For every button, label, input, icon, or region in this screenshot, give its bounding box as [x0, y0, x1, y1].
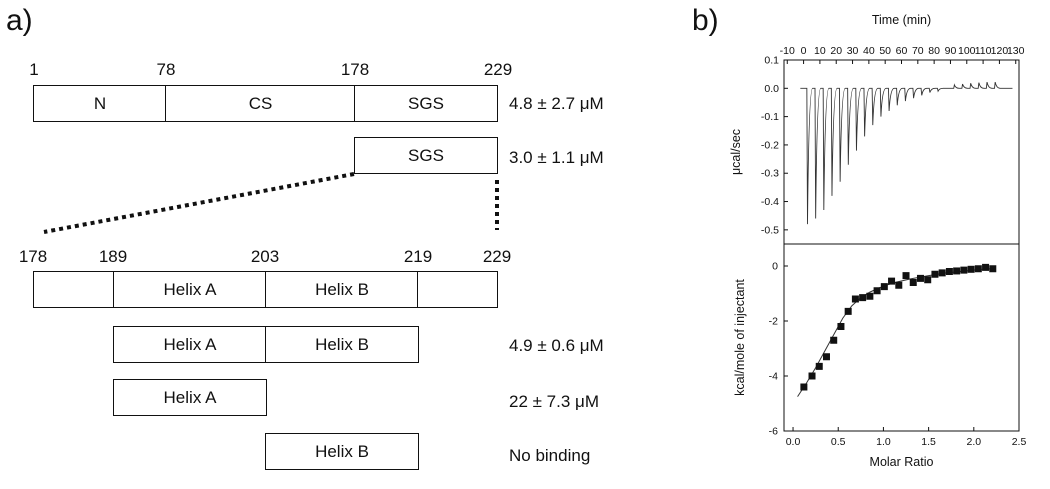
raw-heat-trace — [800, 81, 1013, 225]
data-point — [859, 294, 867, 302]
bottom-y-tick-label: -4 — [769, 371, 778, 383]
top-x-tick-label: 70 — [912, 45, 924, 57]
bottom-y-tick-label: 0 — [772, 261, 778, 273]
tick-1: 1 — [29, 60, 39, 79]
detail-segment-helix-a: Helix A — [113, 271, 267, 308]
bottom-frame — [783, 243, 1020, 432]
data-point — [873, 287, 881, 295]
ab-helix-a: Helix A — [113, 326, 267, 363]
top-x-tick-label: 20 — [830, 45, 842, 57]
top-y-tick-label: 0.0 — [764, 83, 779, 95]
segment-sgs: SGS — [354, 85, 498, 122]
data-point — [909, 279, 917, 286]
top-x-tick-label: 80 — [928, 45, 940, 57]
data-point — [830, 336, 838, 344]
data-point — [808, 372, 816, 380]
data-point — [916, 274, 924, 282]
bottom-x-tick-label: 2.0 — [967, 436, 982, 448]
top-x-tick-label: -10 — [780, 45, 795, 57]
data-point — [953, 267, 961, 275]
top-x-tick-label: 30 — [847, 45, 859, 57]
bottom-y-tick-label: -2 — [769, 316, 778, 328]
sgs-construct: SGS — [354, 137, 498, 174]
top-y-tick-label: -0.2 — [761, 139, 779, 151]
data-point — [960, 266, 968, 274]
top-y-axis-label: μcal/sec — [729, 129, 743, 175]
top-x-tick-label: 90 — [945, 45, 957, 57]
tick-178: 178 — [340, 60, 370, 79]
bottom-x-tick-label: 0.0 — [786, 436, 801, 448]
top-x-tick-label: 50 — [879, 45, 891, 57]
a-kd: 22 ± 7.3 μM — [509, 392, 599, 411]
data-point — [822, 353, 830, 361]
detail-tick-219: 219 — [403, 247, 433, 266]
data-point — [815, 362, 823, 370]
detail-tick-189: 189 — [98, 247, 128, 266]
full-kd: 4.8 ± 2.7 μM — [509, 94, 604, 113]
detail-tick-203: 203 — [250, 247, 280, 266]
panel-a-label: a) — [6, 4, 33, 37]
data-point — [924, 276, 932, 284]
top-y-tick-label: -0.3 — [761, 168, 779, 180]
top-x-tick-label: 110 — [975, 45, 992, 57]
detail-segment-helix-b: Helix B — [265, 271, 419, 308]
ab-kd: 4.9 ± 0.6 μM — [509, 336, 604, 355]
top-x-tick-label: 60 — [896, 45, 908, 57]
top-x-tick-label: 10 — [814, 45, 826, 57]
data-point — [967, 265, 975, 273]
bottom-y-axis-label: kcal/mole of injectant — [733, 279, 747, 396]
data-point — [837, 323, 845, 330]
data-point — [931, 270, 939, 278]
bottom-y-tick-label: -6 — [769, 426, 778, 438]
bottom-x-tick-label: 0.5 — [831, 436, 846, 448]
detail-tick-178: 178 — [18, 247, 48, 266]
data-point — [938, 269, 946, 277]
detail-segment-linker-c — [417, 271, 498, 308]
tick-78: 78 — [156, 60, 176, 79]
detail-tick-229: 229 — [482, 247, 512, 266]
top-x-tick-label: 120 — [991, 45, 1009, 57]
data-point — [982, 263, 990, 271]
top-y-tick-label: 0.1 — [764, 55, 779, 67]
top-x-tick-label: 0 — [801, 45, 807, 57]
ab-helix-b: Helix B — [265, 326, 419, 363]
panel-b-label: b) — [692, 4, 719, 37]
b-kd: No binding — [509, 446, 591, 465]
b-only-helix-b: Helix B — [265, 433, 419, 470]
data-point — [989, 265, 997, 273]
top-y-tick-label: -0.5 — [761, 224, 779, 236]
top-x-tick-label: 40 — [863, 45, 875, 57]
data-point — [974, 265, 982, 273]
data-point — [895, 281, 903, 289]
bottom-x-tick-label: 2.5 — [1012, 436, 1027, 448]
data-point — [851, 295, 859, 303]
sgs-kd: 3.0 ± 1.1 μM — [509, 148, 604, 167]
data-point — [888, 277, 896, 285]
a-only-helix-a: Helix A — [113, 379, 267, 416]
data-point — [866, 292, 874, 300]
bottom-x-tick-label: 1.0 — [876, 436, 891, 448]
segment-cs: CS — [165, 85, 356, 122]
fit-curve — [797, 268, 992, 397]
detail-segment-linker-n — [33, 271, 115, 308]
top-y-tick-label: -0.4 — [761, 196, 779, 208]
data-point — [880, 283, 888, 291]
data-point — [945, 268, 953, 275]
data-point — [902, 272, 910, 280]
tick-229: 229 — [483, 60, 513, 79]
top-x-axis-label: Time (min) — [872, 13, 931, 27]
bottom-x-tick-label: 1.5 — [921, 436, 936, 448]
top-x-tick-label: 130 — [1007, 45, 1025, 57]
data-point — [844, 307, 852, 315]
segment-n: N — [33, 85, 167, 122]
bottom-x-axis-label: Molar Ratio — [870, 455, 934, 469]
top-y-tick-label: -0.1 — [761, 111, 779, 123]
data-point — [800, 383, 808, 391]
top-frame — [783, 59, 1020, 245]
top-x-tick-label: 100 — [958, 45, 976, 57]
